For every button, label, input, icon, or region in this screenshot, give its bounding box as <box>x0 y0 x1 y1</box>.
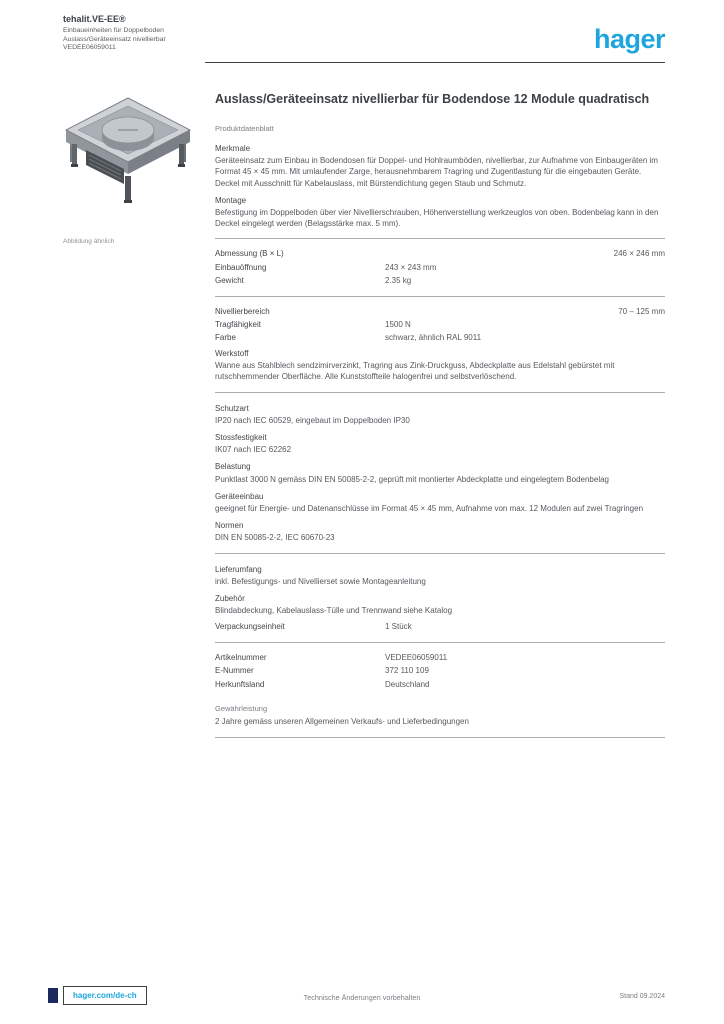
spec-devices-value: geeignet für Energie- und Datenanschlüss… <box>215 503 644 513</box>
section-delivery: Lieferumfang inkl. Befestigungs- und Niv… <box>215 564 665 634</box>
spec-ip-value: IP20 nach IEC 60529, eingebaut im Doppel… <box>215 415 410 425</box>
spec-ik-label: Stossfestigkeit <box>215 433 267 443</box>
section-ordering: Artikelnummer VEDEE06059011 E-Nummer 372… <box>215 653 665 690</box>
spec-norm-value: DIN EN 50085-2-2, IEC 60670-23 <box>215 533 335 543</box>
spec-color-value: schwarz, ähnlich RAL 9011 <box>385 333 482 343</box>
section-description: Merkmale Geräteeinsatz zum Einbau in Bod… <box>215 143 665 229</box>
spec-scope: Lieferumfang inkl. Befestigungs- und Niv… <box>215 564 665 587</box>
spec-features: Merkmale Geräteeinsatz zum Einbau in Bod… <box>215 143 665 189</box>
spec-row-pu: Verpackungseinheit 1 Stück <box>215 622 665 633</box>
spec-row-weight: Gewicht 2.35 kg <box>215 276 665 287</box>
spec-weight-label: Gewicht <box>215 275 244 285</box>
spec-dim-label: Abmessung (B × L) <box>215 249 284 259</box>
footer-center-note: Technische Änderungen vorbehalten <box>303 993 421 1002</box>
main-column: Auslass/Geräteeinsatz nivellierbar für B… <box>215 92 665 747</box>
spec-cutout-label: Einbauöffnung <box>215 262 267 272</box>
spec-art-label: Artikelnummer <box>215 653 267 663</box>
spec-scope-label: Lieferumfang <box>215 564 262 574</box>
section-divider <box>215 295 665 297</box>
spec-accessories: Zubehör Blindabdeckung, Kabelauslass-Tül… <box>215 593 665 616</box>
spec-enr-label: E-Nummer <box>215 666 254 676</box>
section-divider <box>215 552 665 554</box>
spec-norm: Normen DIN EN 50085-2-2, IEC 60670-23 <box>215 520 665 543</box>
header-sub-line-3: VEDEE06059011 <box>63 44 116 52</box>
spec-loadclass-label: Belastung <box>215 462 251 472</box>
spec-weight-value: 2.35 kg <box>385 275 412 285</box>
warranty-row: 2 Jahre gemäss unseren Allgemeinen Verka… <box>215 717 665 728</box>
spec-material-text: Wanne aus Stahlblech sendzimirverzinkt, … <box>215 361 615 382</box>
page-title: Auslass/Geräteeinsatz nivellierbar für B… <box>215 92 650 106</box>
header-sub-line-2: Auslass/Geräteeinsatz nivellierbar <box>63 35 166 43</box>
spec-ip: Schutzart IP20 nach IEC 60529, eingebaut… <box>215 403 665 426</box>
spec-row-level: Nivellierbereich 70 – 125 mm <box>215 307 665 318</box>
spec-features-label: Merkmale <box>215 144 251 153</box>
spec-level-value: 70 – 125 mm <box>618 306 665 316</box>
section-divider <box>215 238 665 240</box>
spec-dim-value: 246 × 246 mm <box>613 249 665 259</box>
spec-mounting-label: Montage <box>215 195 247 205</box>
spec-mounting: Montage Befestigung im Doppelboden über … <box>215 195 665 230</box>
spec-row-dimension: Abmessung (B × L) 246 × 246 mm <box>215 249 665 260</box>
spec-origin-label: Herkunftsland <box>215 679 265 689</box>
spec-norm-label: Normen <box>215 521 244 531</box>
spec-devices-label: Geräteeinbau <box>215 491 264 501</box>
spec-load-label: Tragfähigkeit <box>215 320 261 329</box>
footer-revision-note: Stand 09.2024 <box>619 993 665 1000</box>
spec-row-load: Tragfähigkeit 1500 N <box>215 320 665 331</box>
spec-ik-value: IK07 nach IEC 62262 <box>215 445 292 455</box>
spec-row-origin: Herkunftsland Deutschland <box>215 680 665 691</box>
warranty-heading: Gewährleistung <box>215 704 268 714</box>
spec-load-value: 1500 N <box>385 320 411 329</box>
spec-pu-value: 1 Stück <box>385 622 412 632</box>
spec-scope-value: inkl. Befestigungs- und Nivellierset sow… <box>215 576 426 586</box>
spec-art-value: VEDEE06059011 <box>385 653 448 663</box>
section-technical: Schutzart IP20 nach IEC 60529, eingebaut… <box>215 403 665 544</box>
spec-ip-label: Schutzart <box>215 403 249 413</box>
product-image <box>58 90 198 222</box>
spec-row-color: Farbe schwarz, ähnlich RAL 9011 <box>215 333 665 344</box>
spec-material-label: Werkstoff <box>215 349 249 359</box>
spec-color-label: Farbe <box>215 333 236 343</box>
spec-row-cutout: Einbauöffnung 243 × 243 mm <box>215 263 665 274</box>
section-divider <box>215 642 665 644</box>
spec-material: Werkstoff Wanne aus Stahlblech sendzimir… <box>215 348 665 383</box>
header-product-block: tehalit.VE-EE® Einbaueinheiten für Doppe… <box>63 14 166 53</box>
hager-logo: hager <box>593 24 666 54</box>
page-subtitle: Produktdatenblatt <box>215 124 274 133</box>
spec-mounting-text: Befestigung im Doppelboden über vier Niv… <box>215 207 659 229</box>
spec-origin-value: Deutschland <box>385 679 430 689</box>
spec-cutout-value: 243 × 243 mm <box>385 262 437 272</box>
header-sub-line-1: Einbaueinheiten für Doppelboden <box>63 27 164 35</box>
spec-pu-label: Verpackungseinheit <box>215 622 285 632</box>
spec-enr-value: 372 110 109 <box>385 666 429 676</box>
spec-features-text: Geräteeinsatz zum Einbau in Bodendosen f… <box>215 156 658 188</box>
section-divider <box>215 737 665 739</box>
spec-acc-value: Blindabdeckung, Kabelauslass-Tülle und T… <box>215 606 453 616</box>
spec-loadclass-value: Punktlast 3000 N gemäss DIN EN 50085-2-2… <box>215 474 610 484</box>
footer-website-link[interactable]: hager.com/de-ch <box>63 986 147 1005</box>
section-dimensions: Abmessung (B × L) 246 × 246 mm Einbauöff… <box>215 249 665 286</box>
product-image-caption: Abbildung ähnlich <box>63 238 115 245</box>
spec-loadclass: Belastung Punktlast 3000 N gemäss DIN EN… <box>215 461 665 484</box>
spec-ik: Stossfestigkeit IK07 nach IEC 62262 <box>215 432 665 455</box>
header-product-family: tehalit.VE-EE® <box>63 14 126 24</box>
spec-level-label: Nivellierbereich <box>215 306 270 316</box>
floor-box-illustration <box>64 97 192 203</box>
header-divider <box>205 62 665 63</box>
spec-row-article: Artikelnummer VEDEE06059011 <box>215 653 665 664</box>
section-divider <box>215 391 665 393</box>
warranty-text: 2 Jahre gemäss unseren Allgemeinen Verka… <box>215 717 469 727</box>
spec-devices: Geräteeinbau geeignet für Energie- und D… <box>215 491 665 514</box>
print-registration-mark <box>48 988 58 1003</box>
spec-acc-label: Zubehör <box>215 593 245 603</box>
spec-row-enumber: E-Nummer 372 110 109 <box>215 666 665 677</box>
section-mechanical: Nivellierbereich 70 – 125 mm Tragfähigke… <box>215 307 665 383</box>
